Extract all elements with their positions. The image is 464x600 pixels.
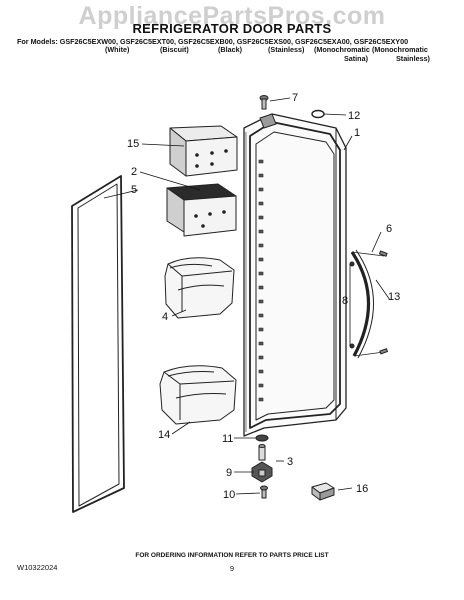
door-gasket xyxy=(71,175,125,513)
shelf-bin-top xyxy=(169,125,238,177)
color-mono-stainless-2: Stainless) xyxy=(396,54,430,63)
color-mono-satina-1: (Monochromatic xyxy=(314,45,370,54)
leader-lines xyxy=(103,97,391,495)
color-biscuit: (Biscuit) xyxy=(160,45,189,54)
site-watermark: AppliancePartsPros.com xyxy=(78,2,386,30)
callout-13: 13 xyxy=(388,291,400,303)
callout-11: 11 xyxy=(222,433,233,445)
callout-8: 8 xyxy=(342,295,348,307)
door-handle xyxy=(349,249,385,359)
shelf-bin-middle xyxy=(166,183,237,237)
ordering-info: FOR ORDERING INFORMATION REFER TO PARTS … xyxy=(135,552,329,559)
hinge-screw-top xyxy=(259,95,269,110)
color-white: (White) xyxy=(105,45,130,54)
models-line: For Models: GSF26C5EXW00, GSF26C5EXT00, … xyxy=(17,37,409,46)
callout-10: 10 xyxy=(223,489,235,501)
lower-hinge-assembly xyxy=(251,434,273,499)
callout-5: 5 xyxy=(131,184,137,196)
door-bin-middle xyxy=(164,257,235,319)
callout-16: 16 xyxy=(356,483,368,495)
door-stop xyxy=(311,482,335,501)
color-mono-satina-2: Satina) xyxy=(344,54,368,63)
callout-14: 14 xyxy=(158,429,170,441)
door-bin-lower xyxy=(159,365,237,425)
callout-12: 12 xyxy=(348,110,360,122)
door-assembly xyxy=(243,113,347,437)
callout-1: 1 xyxy=(354,127,360,139)
color-black: (Black) xyxy=(218,45,242,54)
callout-15: 15 xyxy=(127,138,139,150)
callout-3: 3 xyxy=(287,456,293,468)
color-mono-stainless-1: (Monochromatic xyxy=(372,45,428,54)
page-title: REFRIGERATOR DOOR PARTS xyxy=(132,21,332,36)
callout-4: 4 xyxy=(162,311,168,323)
color-stainless: (Stainless) xyxy=(268,45,305,54)
callout-9: 9 xyxy=(226,467,232,479)
handle-screws xyxy=(378,250,388,355)
page-number: 9 xyxy=(229,564,235,573)
document-number: W10322024 xyxy=(17,563,58,572)
callout-6: 6 xyxy=(386,223,392,235)
callout-7: 7 xyxy=(292,92,298,104)
hinge-bushing xyxy=(311,109,325,119)
callout-2: 2 xyxy=(131,166,137,178)
